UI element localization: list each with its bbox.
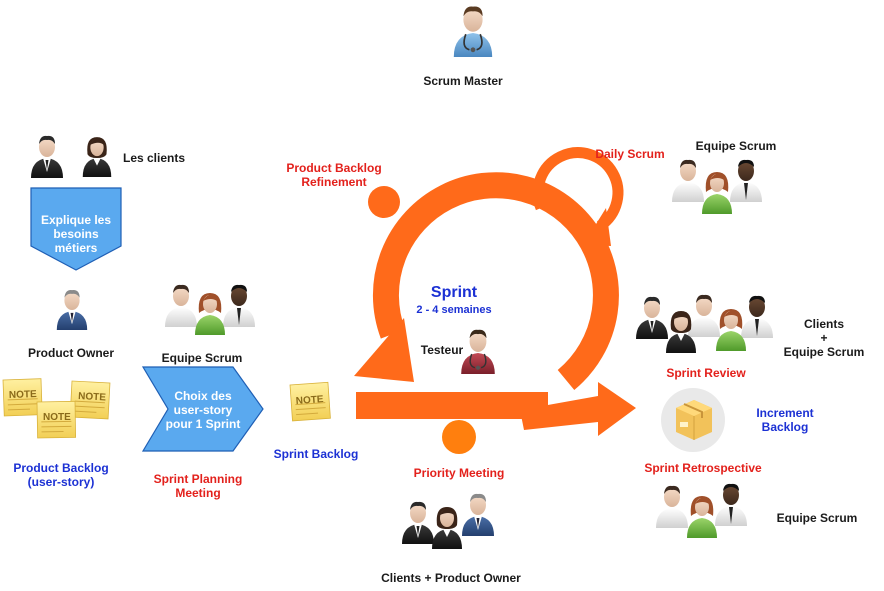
product-owner-avatar <box>56 290 88 330</box>
sprint-loop-arrowhead <box>354 318 414 382</box>
clients-equipe-avatars <box>636 294 773 353</box>
priority-meeting-dot <box>442 420 476 454</box>
scrum-master-label: Scrum Master <box>423 74 503 88</box>
clients-po-avatars <box>402 493 494 549</box>
testeur-label: Testeur <box>420 343 464 357</box>
clients-avatars <box>31 135 112 178</box>
equipe-scrum-top-right-avatars <box>672 159 762 214</box>
note-text: NOTE NOTE NOTE NOTE <box>9 389 325 423</box>
svg-text:NOTE: NOTE <box>43 412 71 423</box>
daily-scrum-loop <box>532 147 624 231</box>
svg-text:NOTE: NOTE <box>78 391 107 403</box>
clients-equipe-label: Clients+Equipe Scrum <box>783 317 865 359</box>
increment-icon <box>661 388 725 452</box>
equipe-scrum-top-right-label: Equipe Scrum <box>695 139 777 153</box>
product-backlog-label: Product Backlog(user-story) <box>13 461 109 489</box>
equipe-scrum-bottom-right-avatars <box>656 483 747 538</box>
clients-po-label: Clients + Product Owner <box>381 571 521 585</box>
equipe-scrum-left-avatars <box>165 284 255 335</box>
sprint-backlog-label: Sprint Backlog <box>273 447 359 461</box>
daily-scrum-arrowhead <box>583 208 611 246</box>
sprint-review-label: Sprint Review <box>666 366 746 380</box>
sprint-retrospective-label: Sprint Retrospective <box>644 461 762 475</box>
sprint-output-bar <box>356 392 548 419</box>
sprint-title: Sprint <box>430 284 478 301</box>
chevron-choix <box>141 366 264 452</box>
sprint-duration: 2 - 4 semaines <box>416 304 492 316</box>
sprint-cycle <box>354 147 636 436</box>
sprint-loop <box>372 172 619 391</box>
chevron-explique <box>30 187 122 271</box>
svg-text:NOTE: NOTE <box>295 394 324 407</box>
refinement-circle <box>368 186 400 218</box>
scrum-master-avatar <box>452 5 494 58</box>
svg-text:NOTE: NOTE <box>9 389 37 401</box>
equipe-scrum-bottom-right-label: Equipe Scrum <box>776 511 858 525</box>
daily-scrum-label: Daily Scrum <box>595 147 665 161</box>
priority-meeting-label: Priority Meeting <box>413 466 505 480</box>
delivery-arrow <box>520 382 636 436</box>
product-owner-label: Product Owner <box>27 346 114 360</box>
equipe-scrum-left-label: Equipe Scrum <box>161 351 243 365</box>
les-clients-label: Les clients <box>123 151 186 165</box>
